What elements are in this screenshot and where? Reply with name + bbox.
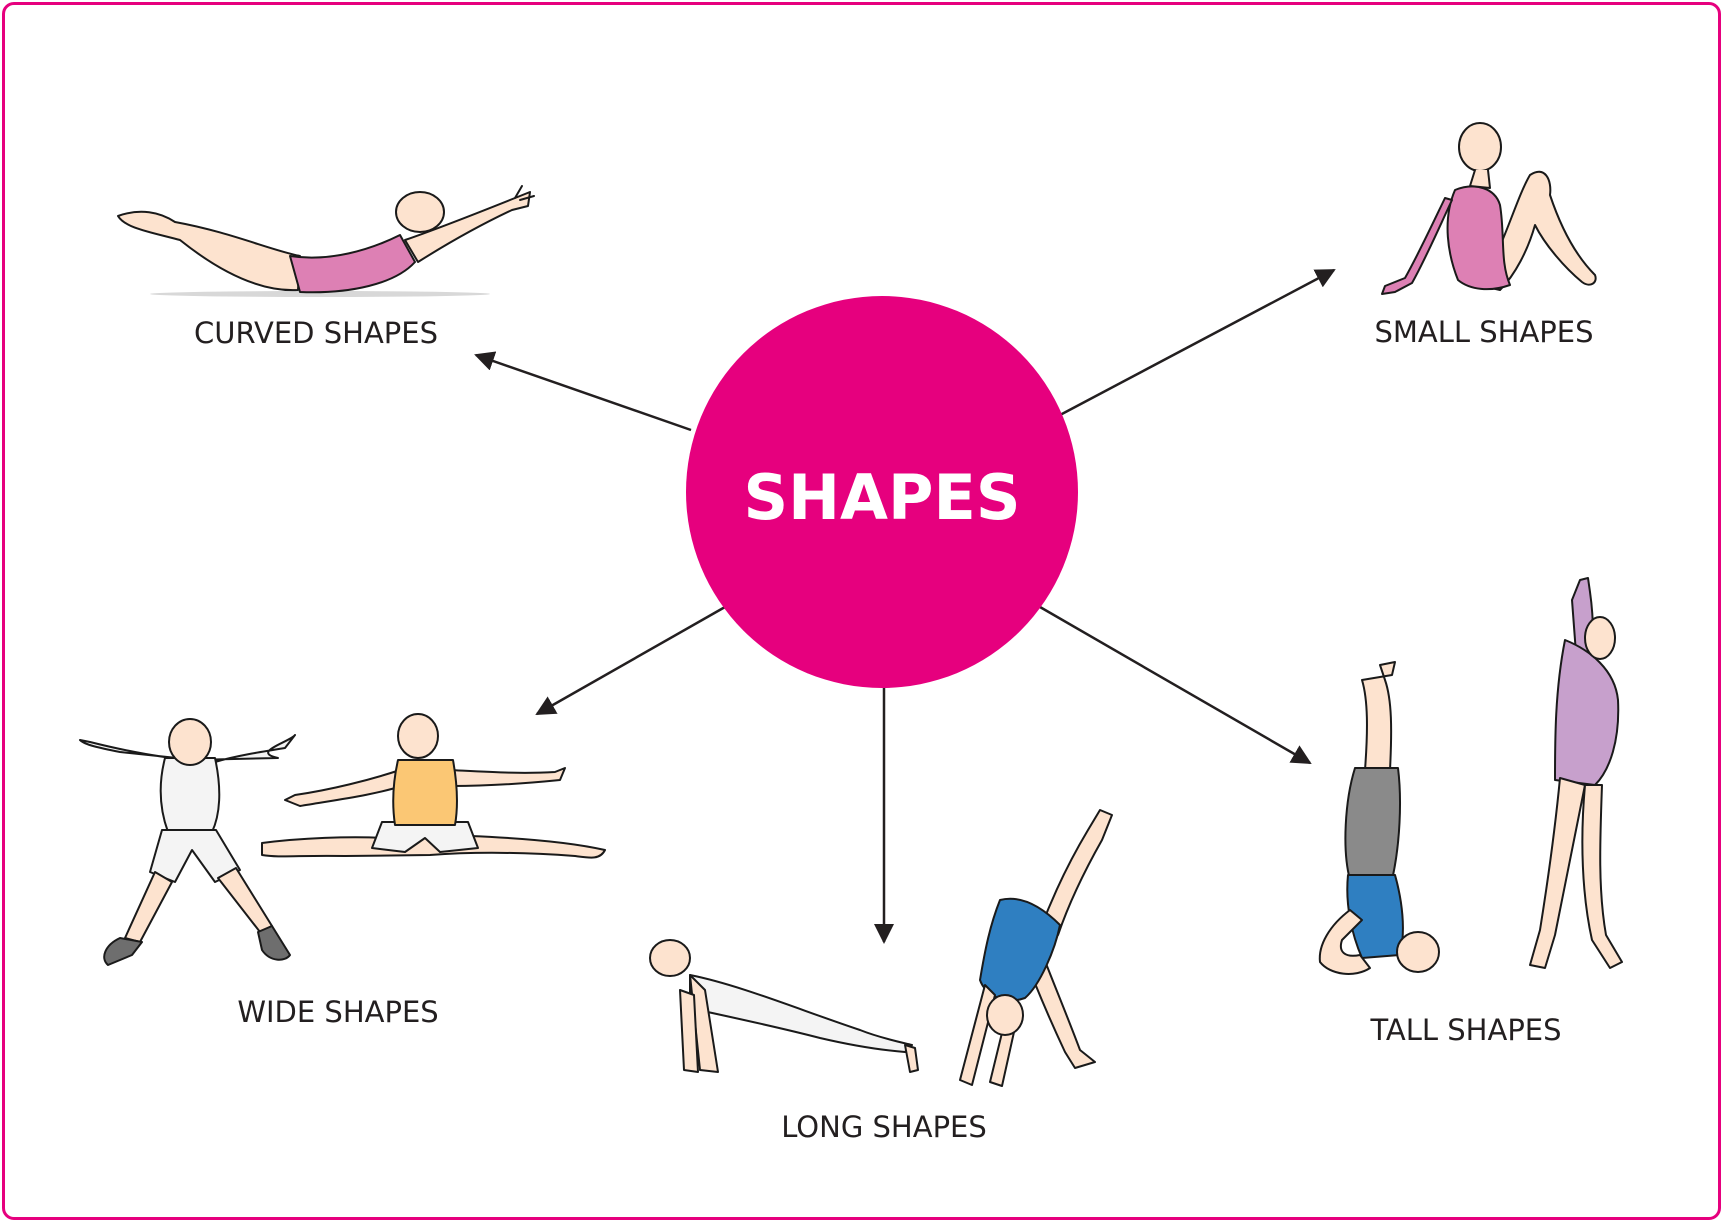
long-shape-walkover — [960, 810, 1112, 1086]
center-title: SHAPES — [744, 461, 1021, 534]
arrow-to-wide — [537, 607, 725, 714]
label-tall-shapes: TALL SHAPES — [1369, 1013, 1561, 1047]
curved-shape-gymnast — [118, 186, 534, 297]
wide-shape-straddle-split — [262, 714, 605, 858]
label-curved-shapes: CURVED SHAPES — [194, 316, 438, 350]
label-small-shapes: SMALL SHAPES — [1374, 315, 1593, 349]
arrow-to-tall — [1040, 607, 1310, 763]
label-long-shapes: LONG SHAPES — [781, 1110, 987, 1144]
tall-shape-stretch — [1530, 578, 1622, 968]
arrow-to-curved — [476, 355, 691, 430]
label-wide-shapes: WIDE SHAPES — [237, 995, 438, 1029]
small-shape-gymnast — [1382, 123, 1596, 294]
arrow-to-small — [1060, 270, 1334, 415]
tall-shape-headstand — [1320, 662, 1439, 974]
long-shape-front-support — [650, 940, 918, 1072]
center-node: SHAPES — [686, 296, 1078, 688]
